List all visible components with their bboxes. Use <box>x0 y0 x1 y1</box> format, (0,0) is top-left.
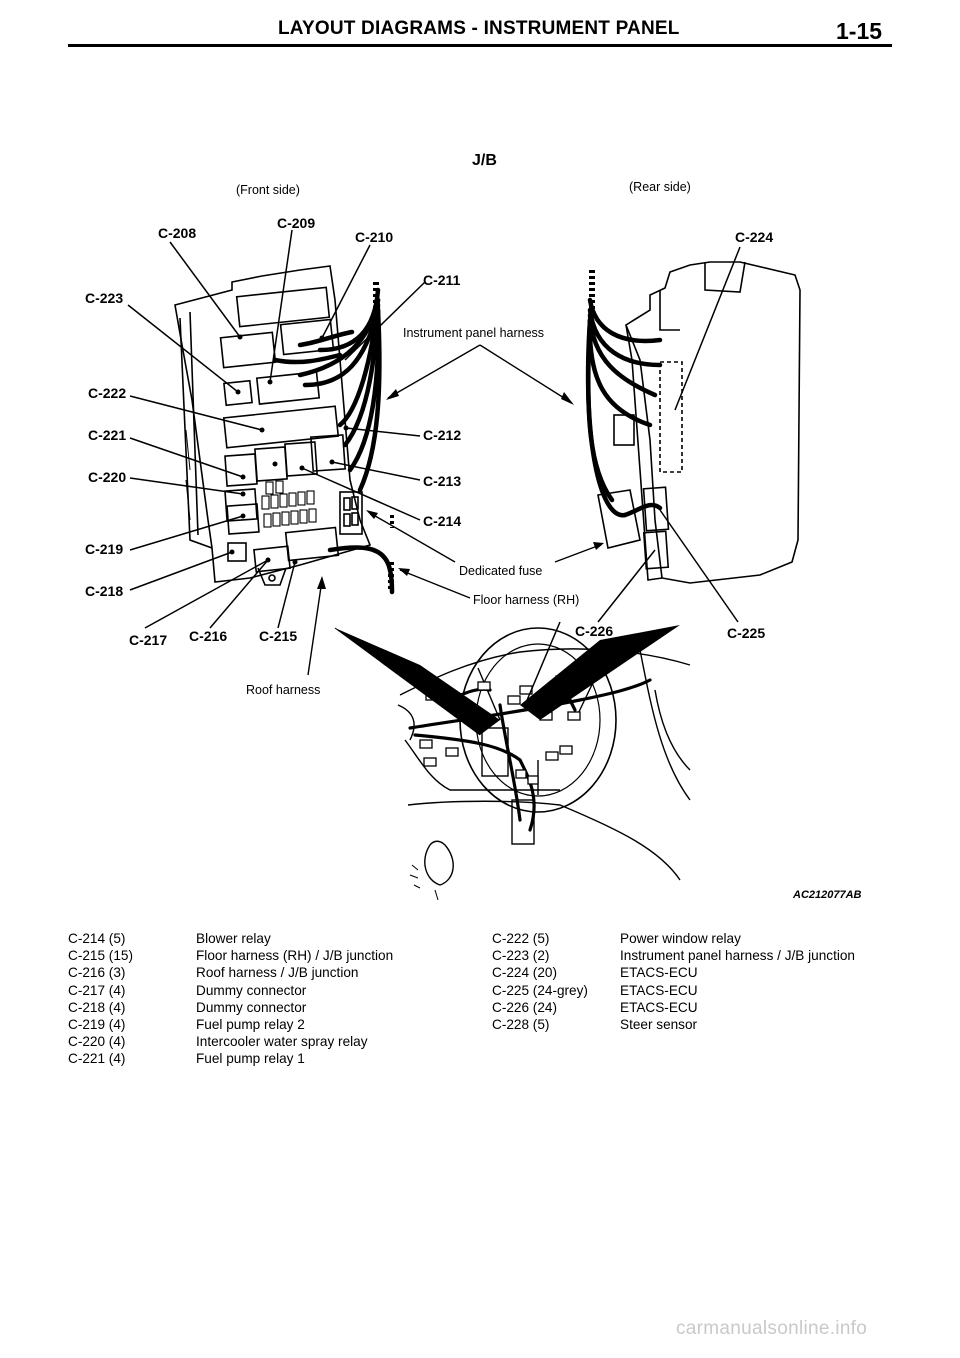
callout-c223: C-223 <box>85 290 123 306</box>
note-arrowheads <box>317 389 604 589</box>
legend-row: C-221 (4) Fuel pump relay 1 <box>68 1050 393 1067</box>
legend-code: C-216 (3) <box>68 965 126 981</box>
legend-row: C-216 (3) Roof harness / J/B junction <box>68 964 393 981</box>
instrument-panel-drawing <box>397 627 691 901</box>
legend-desc: Fuel pump relay 2 <box>196 1017 305 1033</box>
legend-row: C-215 (15) Floor harness (RH) / J/B junct… <box>68 947 393 964</box>
callout-c209: C-209 <box>277 215 315 231</box>
legend-code: C-226 (24) <box>492 999 557 1015</box>
header-rule <box>68 44 892 47</box>
callout-c220: C-220 <box>88 469 126 485</box>
front-harness-bundle <box>272 287 395 595</box>
note-arrows <box>307 344 601 676</box>
legend-row: C-228 (5) Steer sensor <box>492 1016 855 1033</box>
rear-harness-bundle <box>585 297 663 518</box>
legend-code: C-228 (5) <box>492 1017 550 1033</box>
callout-c217: C-217 <box>129 632 167 648</box>
page-number: 1-15 <box>836 18 883 44</box>
legend-desc: Intercooler water spray relay <box>196 1034 368 1050</box>
callout-c219: C-219 <box>85 541 123 557</box>
watermark: carmanualsonline.info <box>676 1318 868 1339</box>
legend-desc: Floor harness (RH) / J/B junction <box>196 948 394 964</box>
callout-c226: C-226 <box>575 623 613 639</box>
jb-layout-diagram: J/B (Front side) (Rear side) C-208 C-209… <box>85 152 862 901</box>
legend-desc: ETACS-ECU <box>620 965 698 981</box>
note-dedicated-fuse: Dedicated fuse <box>459 564 542 578</box>
diagram-title: J/B <box>472 152 497 169</box>
legend-code: C-224 (20) <box>492 965 557 981</box>
callout-c224: C-224 <box>735 229 773 245</box>
rear-side-label: (Rear side) <box>629 180 691 194</box>
legend-desc: Blower relay <box>196 931 271 946</box>
legend-desc: Roof harness / J/B junction <box>196 965 359 981</box>
note-floor-harness-rh: Floor harness (RH) <box>473 593 579 607</box>
callout-c216: C-216 <box>189 628 227 644</box>
legend-desc: Instrument panel harness / J/B junction <box>620 948 855 964</box>
legend-row: C-214 (5) Blower relay <box>68 930 393 947</box>
note-roof-harness: Roof harness <box>246 683 320 697</box>
legend-row: C-225 (24-grey) ETACS-ECU <box>492 982 855 999</box>
figure-code: AC212077AB <box>792 889 862 901</box>
page-title: LAYOUT DIAGRAMS - INSTRUMENT PANEL <box>278 18 680 39</box>
legend-code: C-220 (4) <box>68 1034 126 1050</box>
callout-c214: C-214 <box>423 513 461 529</box>
callout-c215: C-215 <box>259 628 297 644</box>
legend-desc: Fuel pump relay 1 <box>196 1051 305 1067</box>
callout-c210: C-210 <box>355 229 393 245</box>
front-connector-dots <box>229 334 349 565</box>
legend-code: C-222 (5) <box>492 931 550 946</box>
legend-code: C-218 (4) <box>68 999 126 1015</box>
ip-connectors <box>419 675 581 785</box>
legend-code: C-215 (15) <box>68 948 133 964</box>
legend-left: C-214 (5) Blower relay C-215 (15) Floor ha… <box>68 930 393 1068</box>
legend-row: C-218 (4) Dummy connector <box>68 999 393 1016</box>
legend-row: C-226 (24) ETACS-ECU <box>492 999 855 1016</box>
legend-right: C-222 (5) Power window relay C-223 (2) Ins… <box>492 930 855 1033</box>
legend-code: C-214 (5) <box>68 931 126 946</box>
legend-desc: ETACS-ECU <box>620 982 698 998</box>
callout-c212: C-212 <box>423 427 461 443</box>
legend-desc: Steer sensor <box>620 1017 698 1033</box>
front-side-label: (Front side) <box>236 183 300 197</box>
rear-jb-drawing <box>597 261 801 584</box>
legend-row: C-220 (4) Intercooler water spray relay <box>68 1033 393 1050</box>
callout-c208: C-208 <box>158 225 196 241</box>
legend-row: C-223 (2) Instrument panel harness / J/B … <box>492 947 855 964</box>
callout-c211: C-211 <box>423 272 461 288</box>
legend-row: C-217 (4) Dummy connector <box>68 982 393 999</box>
legend-row: C-219 (4) Fuel pump relay 2 <box>68 1016 393 1033</box>
legend-desc: Dummy connector <box>196 999 307 1015</box>
view-ray-edge <box>334 627 481 736</box>
view-ray-left <box>335 628 500 735</box>
legend-desc: Dummy connector <box>196 982 307 998</box>
legend-desc: Power window relay <box>620 931 741 946</box>
legend-row: C-222 (5) Power window relay <box>492 930 855 947</box>
callout-c218: C-218 <box>85 583 123 599</box>
callout-c225: C-225 <box>727 625 765 641</box>
view-ray-right <box>520 625 680 720</box>
callout-c222: C-222 <box>88 385 126 401</box>
note-instrument-panel-harness: Instrument panel harness <box>403 326 544 340</box>
legend-code: C-217 (4) <box>68 982 126 998</box>
legend-row: C-224 (20) ETACS-ECU <box>492 964 855 981</box>
callout-c213: C-213 <box>423 473 461 489</box>
legend-code: C-219 (4) <box>68 1017 126 1033</box>
legend-code: C-225 (24-grey) <box>492 982 588 998</box>
legend-desc: ETACS-ECU <box>620 999 698 1015</box>
legend-code: C-223 (2) <box>492 948 550 964</box>
callout-c221: C-221 <box>88 427 126 443</box>
legend-code: C-221 (4) <box>68 1051 126 1067</box>
leader-lines <box>127 229 741 706</box>
